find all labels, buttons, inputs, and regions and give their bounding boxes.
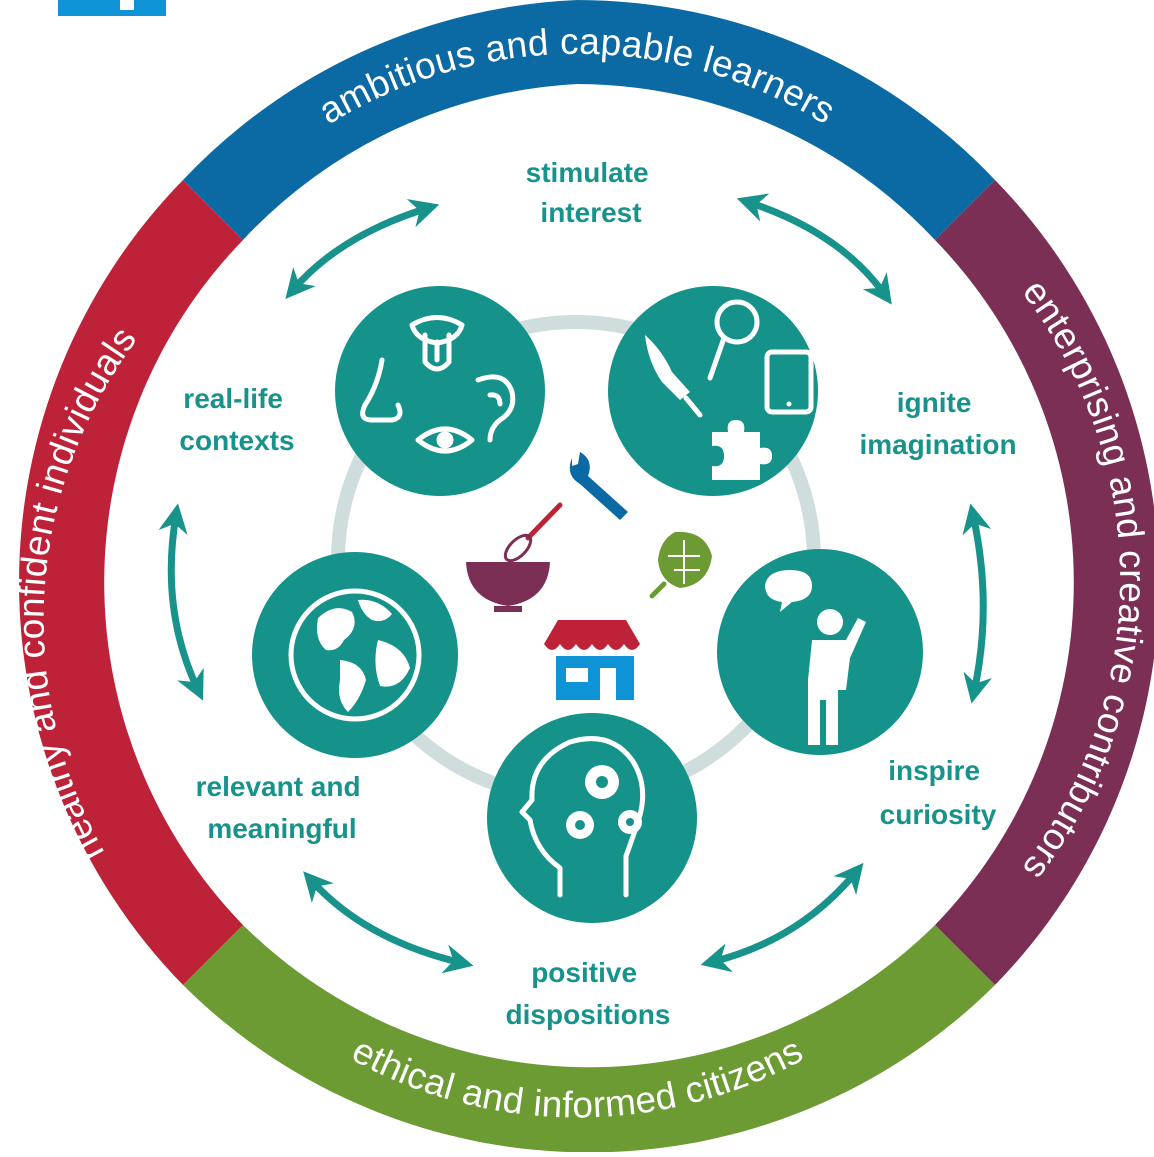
creativity-icon [645,299,814,480]
ring-segment-bottom [183,925,995,1153]
outer-ring [19,0,1154,1153]
shop-icon [544,620,640,700]
arrow-bottom-left [303,871,474,974]
speaking-person-icon [765,570,866,745]
label-inspire-curiosity: inspire curiosity [880,755,997,830]
senses-icon [360,315,516,454]
thinking-head-icon [519,736,646,898]
ring-segment-left [19,180,243,985]
arrow-left [158,503,204,701]
arrow-bottom-right [700,862,864,972]
label-relevant-meaningful: relevant and meaningful [196,771,369,844]
creativity-node [608,286,818,496]
arrow-top-left [285,199,440,299]
whisk-bowl-icon [466,502,563,612]
globe-icon [288,588,422,722]
arrow-right [962,503,993,704]
logo-icon [58,0,166,16]
ring-segment-top-left [183,0,577,240]
artichoke-icon [649,531,712,599]
label-ignite-imagination: ignite imagination [859,387,1016,460]
label-positive-dispositions: positive dispositions [506,957,671,1030]
senses-node [335,286,545,496]
arrow-top-right [736,193,892,305]
label-real-life-contexts: real-life contexts [179,383,294,456]
ring-segment-top [577,0,995,240]
thinking-node [487,713,697,923]
wrench-icon [569,452,628,520]
label-stimulate-interest: stimulate interest [526,157,657,228]
ring-segment-right [935,180,1154,985]
globe-node [252,552,458,758]
speaking-node [717,549,923,755]
connector-arrows [158,193,993,974]
